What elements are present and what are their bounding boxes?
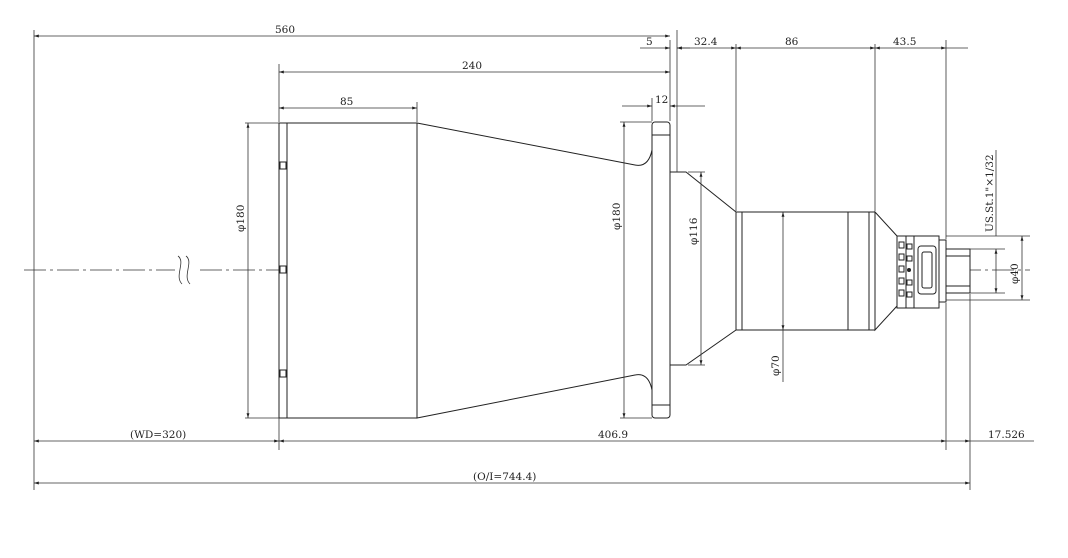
dim-12-label: 12 [655,94,668,106]
dia-180-flange-label: φ180 [611,203,623,230]
locking-ring [938,239,947,303]
thread-spec-label: US.St.1"×1/32 [984,154,996,232]
lens-body [278,121,971,419]
dim-240-label: 240 [462,60,482,72]
break-symbol [177,255,191,285]
dim-32-4-label: 32.4 [694,36,718,48]
dim-560-label: 560 [275,24,295,36]
dia-180-left-label: φ180 [235,205,247,232]
dimension-lines [34,34,1034,485]
dim-86-label: 86 [785,36,799,48]
mount-taper [874,210,898,332]
object-image-distance-label: (O/I=744.4) [473,471,536,483]
front-barrel [278,122,418,419]
dim-17-526-label: 17.526 [988,429,1025,441]
dia-70-label: φ70 [770,355,782,376]
rear-taper [669,171,737,366]
dim-406-9-label: 406.9 [598,429,628,441]
extension-lines [33,30,1030,490]
dim-85-label: 85 [340,96,353,108]
dia-116-label: φ116 [688,217,700,245]
taper-cone [416,122,653,419]
dia-40-label: φ40 [1009,263,1021,284]
mounting-flange [651,121,671,419]
dim-5-label: 5 [646,36,653,48]
mid-barrel [735,211,876,331]
dimension-labels: 560 240 85 5 32.4 86 43.5 12 (WD=320) 40… [130,24,1025,483]
ring-markings [898,241,913,298]
dim-43-5-label: 43.5 [893,36,916,48]
working-distance-label: (WD=320) [130,429,186,441]
